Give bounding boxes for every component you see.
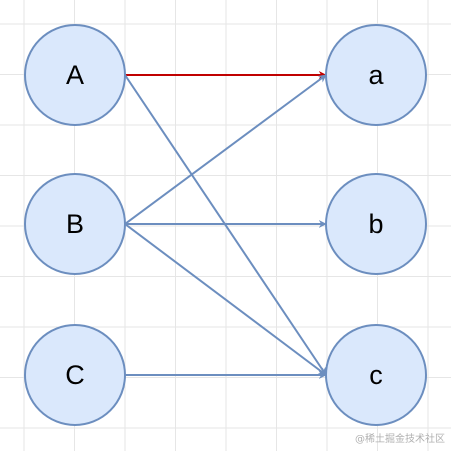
- node-label-C: C: [65, 360, 85, 390]
- node-A: A: [24, 24, 126, 126]
- node-a: a: [325, 24, 427, 126]
- edge-B-to-c: [124, 223, 327, 376]
- edge-B-to-a: [124, 74, 327, 225]
- node-circle-b: [325, 173, 427, 275]
- node-label-A: A: [66, 60, 84, 90]
- edges-layer: [124, 71, 327, 379]
- node-label-a: a: [368, 60, 384, 90]
- watermark-text: @稀土掘金技术社区: [355, 434, 445, 445]
- node-circle-B: [24, 173, 126, 275]
- nodes-layer: A B Ca b c: [24, 24, 427, 426]
- node-label-c: c: [369, 360, 383, 390]
- node-label-b: b: [368, 209, 383, 239]
- node-C: C: [24, 324, 126, 426]
- node-b: b: [325, 173, 427, 275]
- node-c: c: [325, 324, 427, 426]
- node-circle-c: [325, 324, 427, 426]
- node-circle-A: [24, 24, 126, 126]
- node-circle-C: [24, 324, 126, 426]
- node-label-B: B: [66, 209, 84, 239]
- node-circle-a: [325, 24, 427, 126]
- node-B: B: [24, 173, 126, 275]
